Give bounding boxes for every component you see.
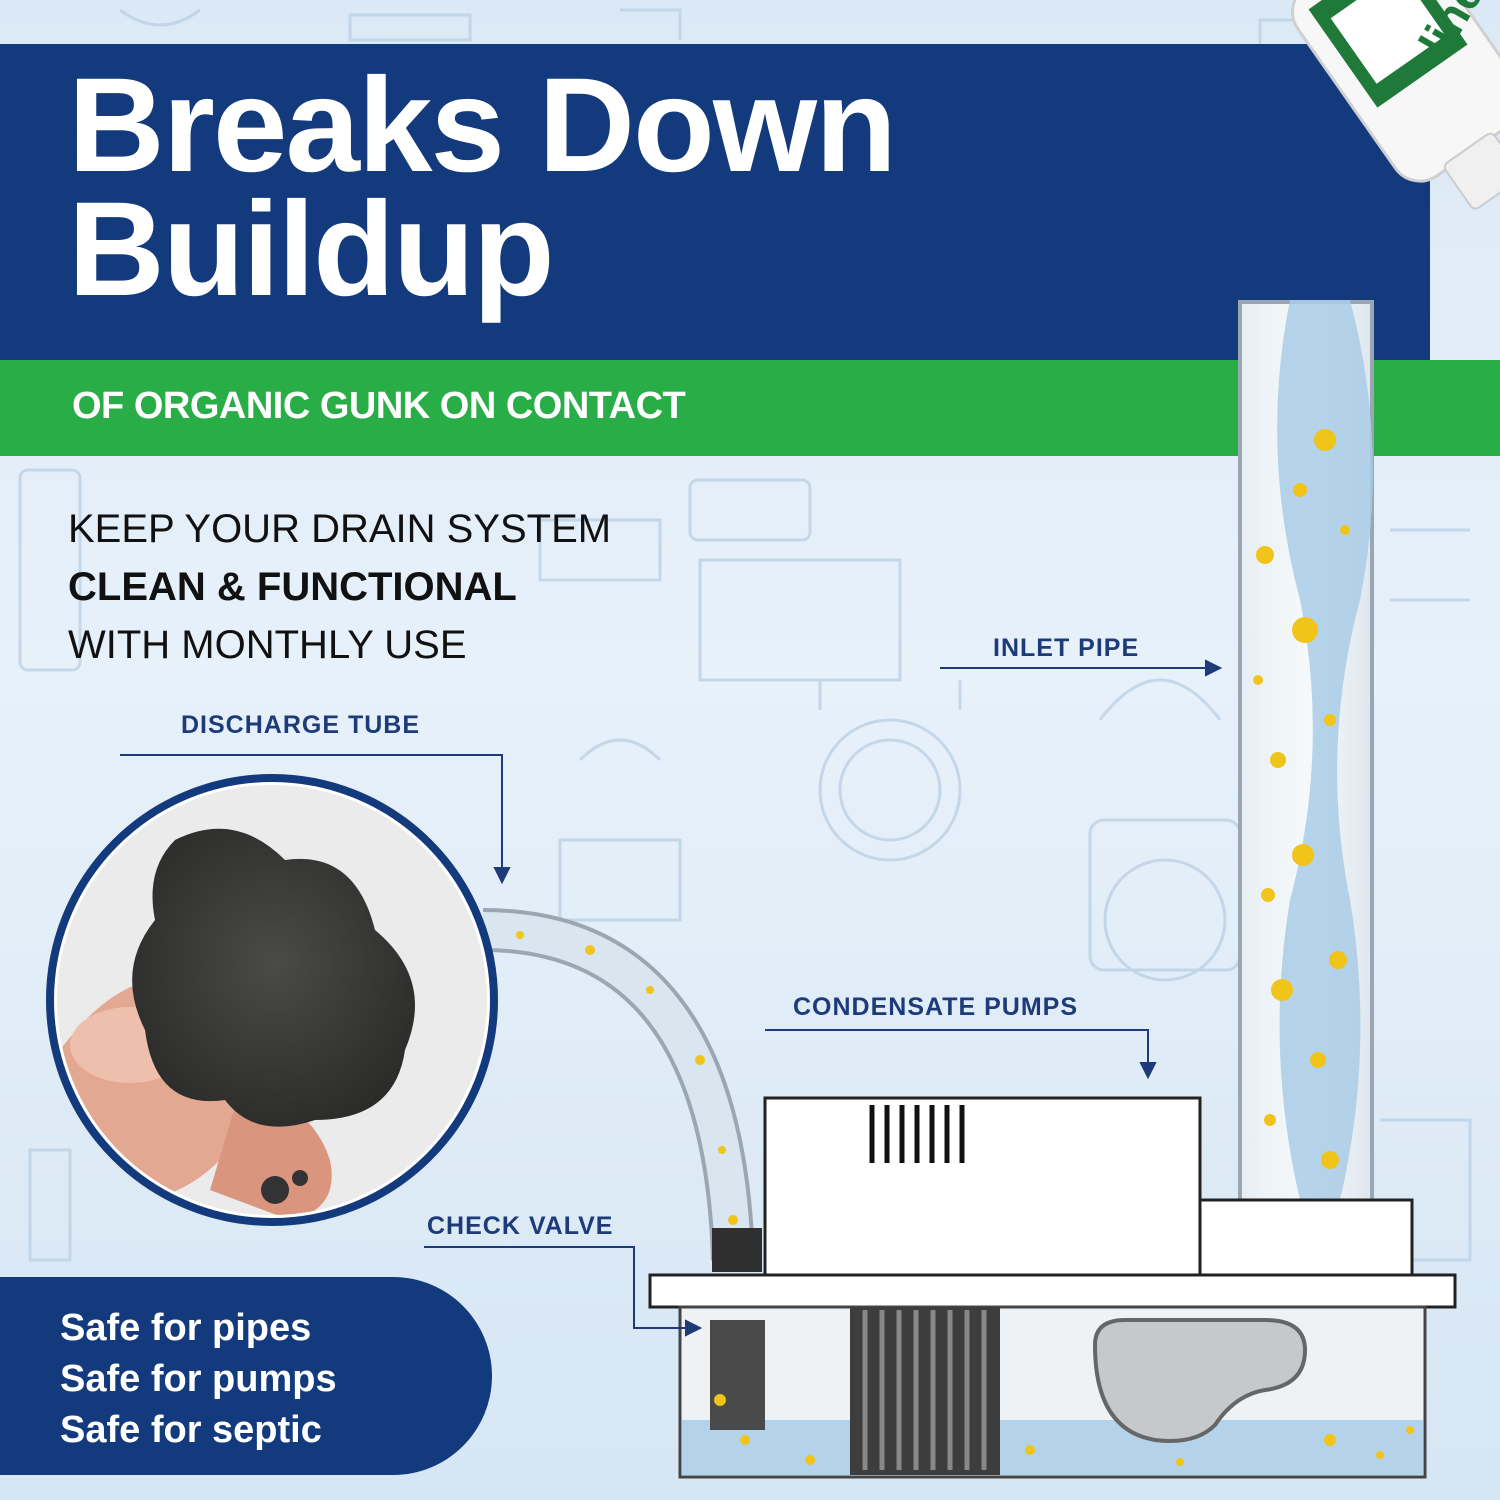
- inlet-pipe: [1238, 300, 1374, 1204]
- safety-panel: [0, 1277, 492, 1475]
- gunk-photo: [46, 774, 498, 1226]
- safety-item-pumps: Safe for pumps: [60, 1358, 337, 1400]
- callout-arrows: [120, 659, 1223, 1337]
- headline: Breaks Down Buildup: [68, 51, 1168, 324]
- headline-line-2: Buildup: [68, 175, 555, 324]
- tagline-line-3: WITH MONTHLY USE: [68, 623, 467, 667]
- safety-item-pipes: Safe for pipes: [60, 1307, 312, 1349]
- safety-item-septic: Safe for septic: [60, 1409, 322, 1451]
- inlet-pipe-label: INLET PIPE: [993, 634, 1140, 662]
- headline-line-1: Breaks Down: [68, 51, 897, 200]
- tagline-line-1: KEEP YOUR DRAIN SYSTEM: [68, 507, 612, 551]
- tagline-line-2: CLEAN & FUNCTIONAL: [68, 565, 517, 609]
- cleaner-bottle: [1291, 0, 1500, 210]
- subheadline: OF ORGANIC GUNK ON CONTACT: [72, 385, 686, 427]
- check-valve-label: CHECK VALVE: [427, 1212, 614, 1240]
- discharge-tube-label: DISCHARGE TUBE: [181, 711, 421, 739]
- condensate-pumps-label: CONDENSATE PUMPS: [793, 993, 1079, 1021]
- header-band: [0, 44, 1430, 362]
- safety-list: Safe for pipes Safe for pumps Safe for s…: [60, 1303, 337, 1456]
- tagline: KEEP YOUR DRAIN SYSTEM CLEAN & FUNCTIONA…: [68, 500, 611, 674]
- condensate-pump: [648, 1096, 1457, 1479]
- discharge-tube: [482, 908, 762, 1272]
